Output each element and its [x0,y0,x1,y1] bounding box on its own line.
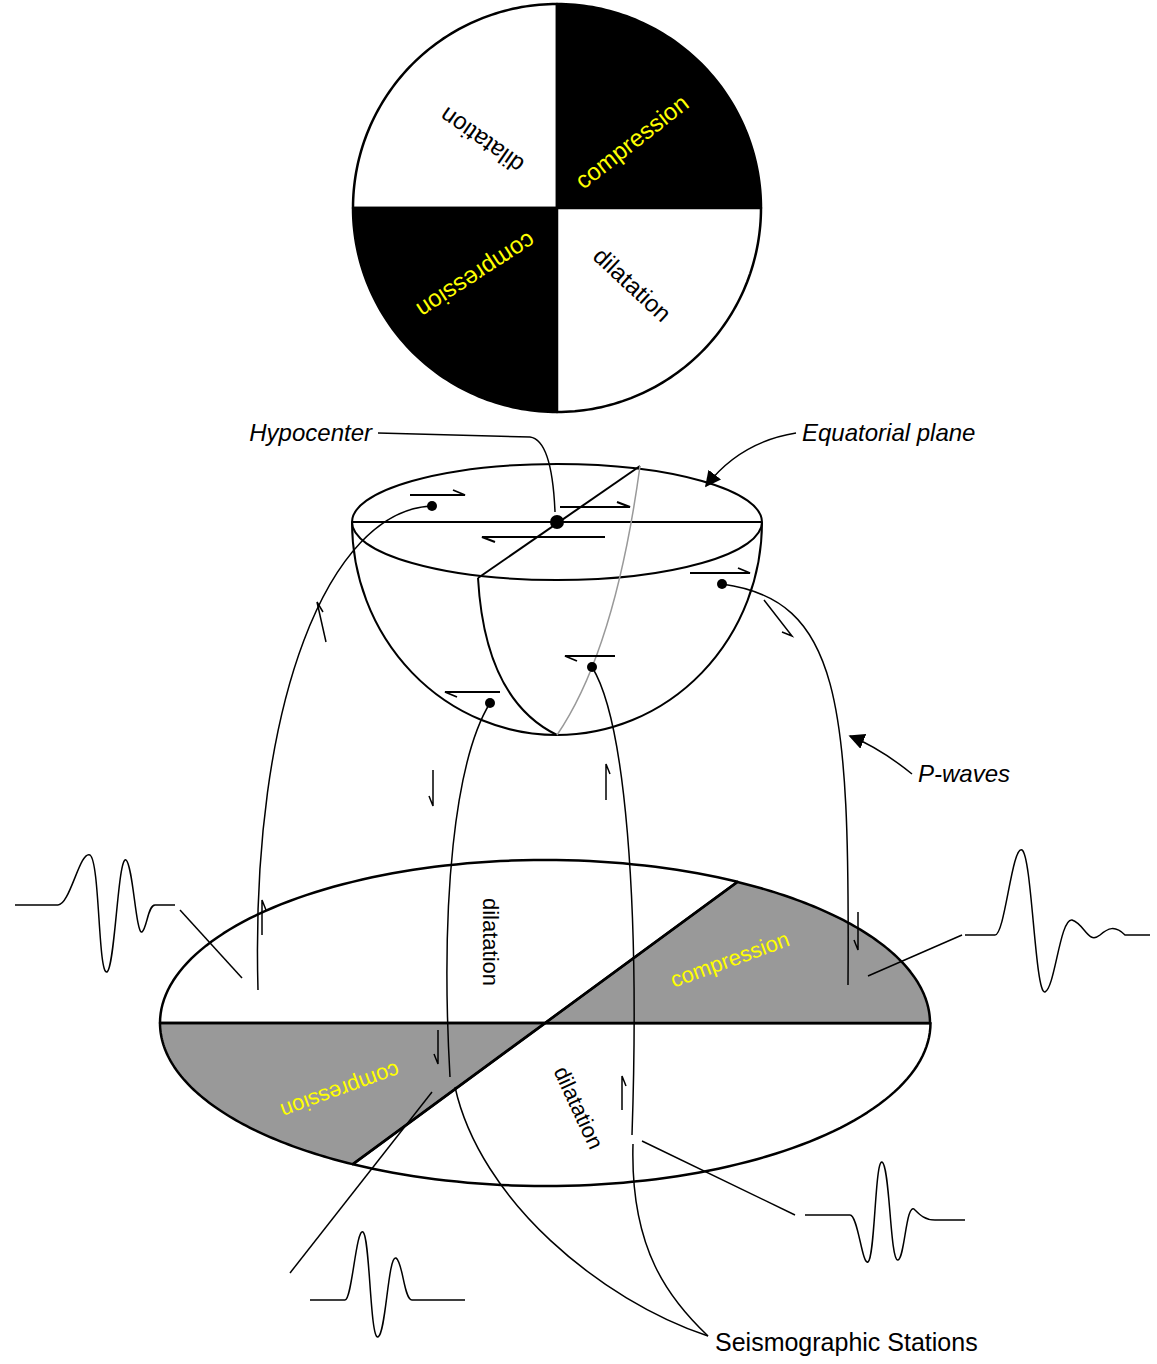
beachball-quadrant: compression [353,208,557,412]
motion-arrow [434,1030,438,1064]
leader-line [378,433,555,512]
seismogram-trace [965,850,1150,992]
motion-arrow [622,1076,626,1110]
leader-line [290,1092,432,1273]
ray-origin-dot [587,662,597,672]
sector-shape [160,860,738,1023]
callout-label: Equatorial plane [802,419,975,447]
motion-arrow [764,600,792,636]
sector-shape [353,4,557,208]
auxiliary-plane-line [478,466,640,578]
motion-arrow [606,764,610,800]
beachball-quadrant: compression [557,4,761,208]
hypocenter-dot [550,515,564,529]
motion-arrow [854,912,858,950]
section-curve [557,466,640,735]
leader-line [180,910,242,978]
slip-arrow [690,568,750,573]
seismogram-trace [15,855,175,972]
callout-label: P-waves [918,760,1010,788]
seismogram-trace [805,1162,965,1262]
sector-outline [353,1023,931,1186]
leader-arrow [850,736,912,774]
compression-fill [545,882,930,1023]
region-label: compression [277,1057,402,1122]
equatorial-plane [352,464,762,580]
callout-label: Hypocenter [249,419,372,447]
beachball-quadrant: dilatation [557,208,761,412]
leader-arrow [706,433,796,486]
motion-arrow [317,602,326,642]
motion-arrow [429,770,433,806]
slip-arrow [410,490,465,495]
sector-outline [160,860,738,1023]
section-curve [478,578,557,735]
region-label: compression [667,927,792,992]
motion-arrow [262,900,266,935]
compression-fill [160,1023,545,1164]
leader-line [868,935,962,976]
slip-arrow [560,502,630,507]
sector-shape [353,208,557,412]
ray-origin-dot [427,501,437,511]
projection-sector: compression [545,882,930,1023]
region-label: dilatation [478,898,502,986]
ray-origin-dot [485,698,495,708]
projection-sector: dilatation [160,860,738,1023]
slip-arrow [565,656,615,661]
seismogram-trace [310,1232,465,1337]
slip-arrow [482,537,605,542]
callout-label: Seismographic Stations [715,1328,978,1357]
sector-shape [557,4,761,208]
projection-sector: compression [160,1023,545,1164]
sector-shape [545,882,930,1023]
region-label: dilatation [548,1063,607,1153]
projection-sector: dilatation [353,1023,931,1186]
sector-shape [353,1023,931,1186]
ray-origin-dot [717,579,727,589]
sector-shape [557,208,761,412]
slip-arrow [445,692,500,697]
beachball-quadrant: dilatation [353,4,557,208]
ray-path [592,667,634,1135]
sector-shape [160,1023,545,1164]
ray-path [447,703,490,1077]
ray-path [722,584,848,985]
ray-path [257,506,432,990]
